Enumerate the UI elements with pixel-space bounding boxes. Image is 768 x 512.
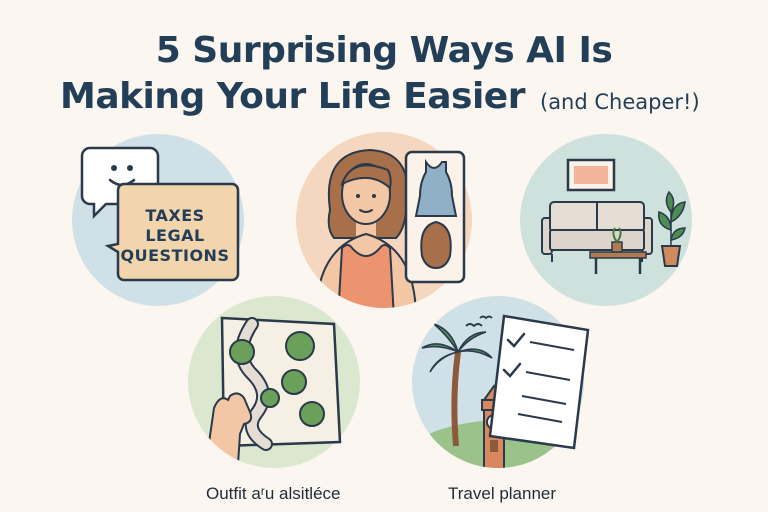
topic-taxes: TAXES bbox=[145, 206, 205, 225]
living-room-icon bbox=[541, 158, 686, 274]
card-home-decor bbox=[516, 130, 696, 310]
topic-bubble-icon bbox=[104, 182, 240, 282]
topic-list: TAXES LEGAL QUESTIONS bbox=[120, 206, 230, 266]
card-map bbox=[182, 294, 366, 474]
card-travel bbox=[406, 296, 602, 476]
topic-legal: LEGAL bbox=[145, 226, 205, 245]
card-outfit bbox=[292, 128, 476, 312]
topic-questions: QUESTIONS bbox=[120, 246, 230, 265]
caption-outfit: Outfit aʳu alsitléce bbox=[206, 484, 341, 503]
headline-line-1: 5 Surprising Ways AI Is bbox=[155, 30, 613, 71]
card-chat-assistant: TAXES LEGAL QUESTIONS bbox=[68, 130, 248, 310]
checklist-icon bbox=[488, 314, 590, 450]
headline-line-2: Making Your Life Easier bbox=[60, 76, 525, 117]
birds-icon bbox=[465, 315, 493, 328]
caption-travel-planner: Travel planner bbox=[448, 484, 557, 503]
woman-illustration-icon bbox=[314, 148, 418, 308]
hand-holding-icon bbox=[204, 392, 253, 465]
headline-subtitle: (and Cheaper!) bbox=[540, 90, 700, 114]
outfit-suggestion-card-icon bbox=[404, 150, 466, 284]
